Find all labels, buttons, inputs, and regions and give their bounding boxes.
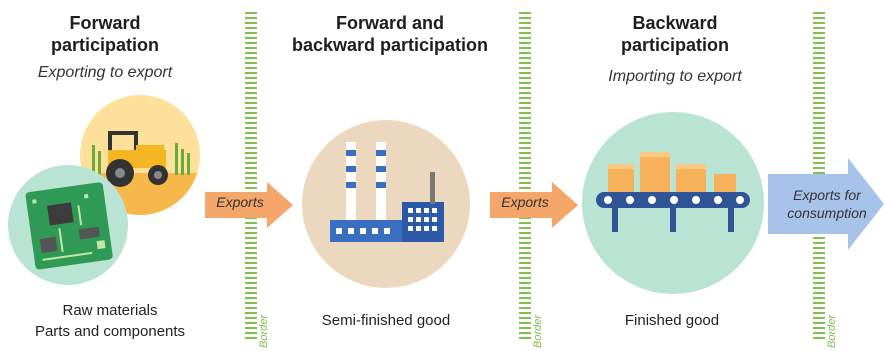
export-arrow-1 xyxy=(205,182,293,228)
conveyor-boxes-icon xyxy=(596,152,750,232)
border-label-3: Border xyxy=(826,314,838,348)
stage-1-caption-line1: Raw materials xyxy=(62,302,158,319)
stage-3-title-line2: participation xyxy=(620,35,729,55)
tractor-circle xyxy=(80,95,200,215)
factory-circle xyxy=(302,120,470,288)
stage-3-subtitle: Importing to export xyxy=(608,68,742,85)
export-arrow-1-label: Exports xyxy=(216,194,264,210)
stage-1-subtitle: Exporting to export xyxy=(37,64,173,81)
stage-1-caption-line2: Parts and components xyxy=(34,323,186,340)
stage-2-caption: Semi-finished good xyxy=(321,312,451,329)
stage-3-title: Backward participation xyxy=(585,12,765,56)
conveyor-circle xyxy=(582,112,764,294)
export-consumption-label-line2: consumption xyxy=(787,205,867,221)
border-line-2 xyxy=(519,12,531,342)
stage-1-title: Forward participation xyxy=(20,12,190,56)
stage-3-title-line1: Backward xyxy=(632,13,718,33)
stage-1-title-line2: participation xyxy=(50,35,159,55)
export-arrow-2-label: Exports xyxy=(501,194,549,210)
export-consumption-label: Exports for consumption xyxy=(772,186,882,222)
stage-2-title: Forward and backward participation xyxy=(275,12,505,56)
stage-1-caption: Raw materials Parts and components xyxy=(10,300,210,342)
stage-1-title-line1: Forward xyxy=(69,13,141,33)
export-arrow-2 xyxy=(490,182,578,228)
border-line-1 xyxy=(245,12,257,342)
factory-icon xyxy=(330,142,444,242)
stage-2-title-line1: Forward and xyxy=(335,13,444,33)
export-consumption-arrow xyxy=(768,158,884,250)
export-consumption-label-line1: Exports for xyxy=(793,187,861,203)
circuit-board-icon xyxy=(25,182,113,270)
stage-2-title-line2: backward participation xyxy=(291,35,489,55)
border-label-1: Border xyxy=(258,314,270,348)
border-label-2: Border xyxy=(532,314,544,348)
stage-3-caption: Finished good xyxy=(624,312,720,329)
circuit-circle xyxy=(8,165,128,285)
